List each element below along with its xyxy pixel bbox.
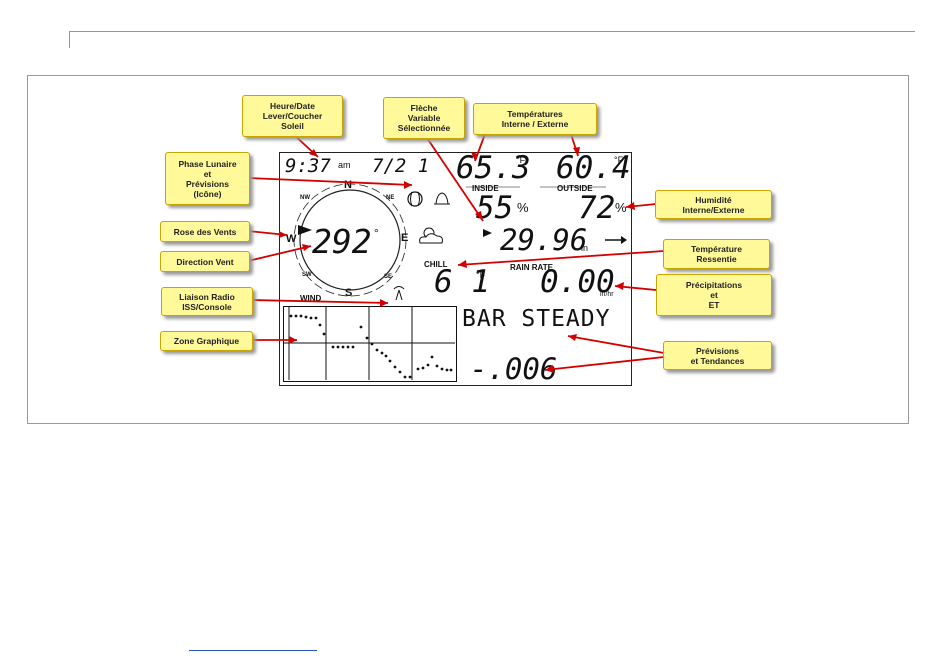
date-readout: 7/2 1 xyxy=(372,155,430,177)
inside-temp-unit: °F xyxy=(516,155,526,165)
callout-time-date: Heure/Date Lever/Coucher Soleil xyxy=(242,95,343,137)
callout-wind-direction: Direction Vent xyxy=(160,251,250,272)
wind-direction-degree: ° xyxy=(374,226,379,240)
chill-label: CHILL xyxy=(424,260,448,269)
compass-se: SE xyxy=(384,274,393,280)
callout-radio-link: Liaison Radio ISS/Console xyxy=(161,287,253,316)
outside-temp-unit: °F xyxy=(614,155,624,165)
footer-link-underline[interactable] xyxy=(189,650,317,651)
callout-precipitation: Précipitations et ET xyxy=(656,274,772,316)
callout-arrows xyxy=(247,132,665,371)
alarm-bell-icon xyxy=(434,192,450,205)
wind-direction-readout: 292 xyxy=(312,222,372,261)
callout-humidity: Humidité Interne/Externe xyxy=(655,190,772,219)
selected-variable-arrow-icon xyxy=(483,229,492,237)
callout-temperatures: Températures Interne / Externe xyxy=(473,103,597,135)
compass-w: W xyxy=(286,233,297,245)
callout-selected-arrow: Flèche Variable Sélectionnée xyxy=(383,97,465,139)
wind-pointer-icon xyxy=(298,225,312,235)
rain-rate-unit: in/hr xyxy=(600,291,614,298)
figure-frame xyxy=(27,75,909,424)
rain-rate-readout: 0.00 xyxy=(540,264,615,300)
header-rule-tick xyxy=(69,31,70,48)
inside-humidity-unit: % xyxy=(517,200,529,215)
callout-graph-zone: Zone Graphique xyxy=(160,331,253,351)
pressure-unit: in xyxy=(581,243,589,253)
compass-e: E xyxy=(401,232,409,244)
compass-sw: SW xyxy=(302,272,312,278)
graph-area xyxy=(283,306,457,382)
compass-n: N xyxy=(344,179,352,191)
graph-dots xyxy=(289,314,453,379)
wind-label: WIND xyxy=(300,294,322,303)
trend-arrow-icon xyxy=(605,236,627,244)
compass-ne: NE xyxy=(386,195,395,201)
graph-grid xyxy=(283,306,455,380)
pressure-readout: 29.96 xyxy=(500,223,588,257)
chill-unit: °F xyxy=(476,270,486,280)
outside-humidity-readout: 72 xyxy=(578,190,616,226)
callout-arrowheads xyxy=(279,147,635,373)
callout-wind-rose: Rose des Vents xyxy=(160,221,250,242)
cloud-sun-icon xyxy=(419,227,443,244)
inside-label: INSIDE xyxy=(472,184,499,193)
outside-label: OUTSIDE xyxy=(557,184,593,193)
callout-felt-temperature: Température Ressentie xyxy=(663,239,770,269)
inside-temp-readout: 65.3 xyxy=(456,150,531,186)
callout-moon-phase: Phase Lunaire et Prévisions (Icône) xyxy=(165,152,250,205)
compass-s: S xyxy=(345,287,353,299)
ampm-label: am xyxy=(338,160,351,170)
chill-readout: 6 1 xyxy=(434,264,490,300)
outside-temp-readout: 60.4 xyxy=(556,150,631,186)
forecast-text: BAR STEADY xyxy=(462,306,611,332)
rain-rate-label: RAIN RATE xyxy=(510,263,553,272)
compass-nw: NW xyxy=(300,195,310,201)
moon-phase-icon xyxy=(407,191,423,207)
console-display xyxy=(279,152,632,386)
trend-value: -.006 xyxy=(470,352,558,386)
callout-forecast: Prévisions et Tendances xyxy=(663,341,772,370)
radio-tower-icon xyxy=(393,286,405,301)
compass-rose xyxy=(293,183,407,297)
outside-humidity-unit: % xyxy=(615,200,627,215)
time-readout: 9:37 xyxy=(285,155,331,177)
header-rule xyxy=(69,31,915,32)
